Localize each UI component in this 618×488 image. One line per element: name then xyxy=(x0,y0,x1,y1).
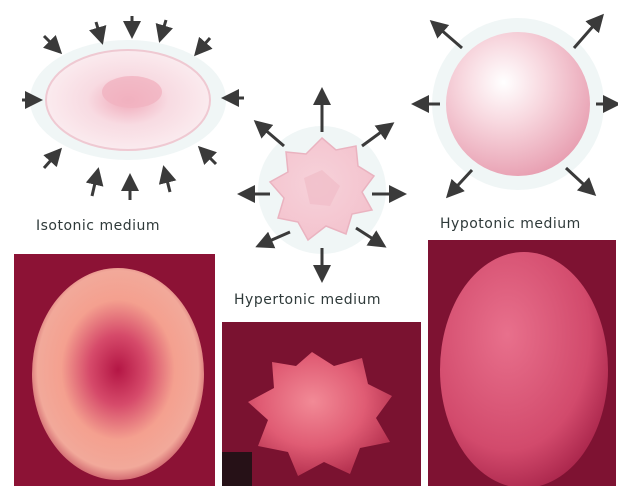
isotonic-cell xyxy=(30,40,226,160)
isotonic-label: Isotonic medium xyxy=(36,218,160,234)
hypotonic-label: Hypotonic medium xyxy=(440,216,581,232)
isotonic-micrograph xyxy=(14,254,215,486)
hypotonic-micrograph xyxy=(428,240,616,486)
hypertonic-label: Hypertonic medium xyxy=(234,292,381,308)
hypertonic-micrograph xyxy=(222,322,421,486)
